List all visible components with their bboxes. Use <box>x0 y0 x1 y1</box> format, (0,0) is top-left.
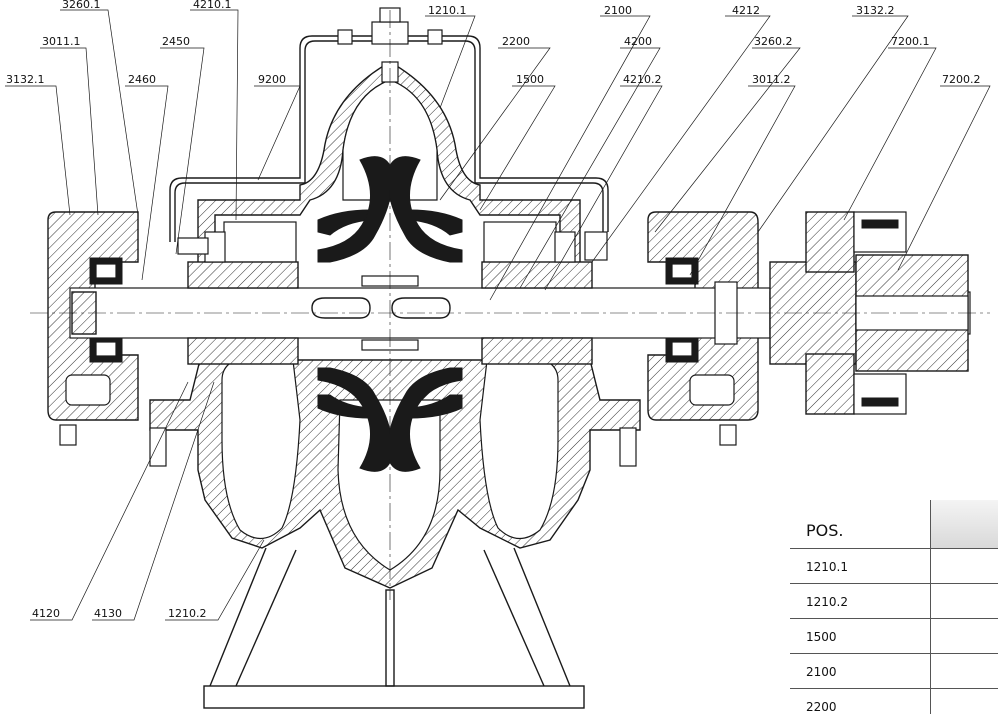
callout-2200: 2200 <box>502 35 530 48</box>
table-row: 1500 <box>790 618 998 654</box>
table-header-pos: POS. <box>790 500 931 548</box>
table-cell-pos: 1210.1 <box>790 549 931 584</box>
callout-9200: 9200 <box>258 73 286 86</box>
parts-table: POS. 1210.1 1210.2 1500 2100 2200 <box>790 500 998 714</box>
callout-1210-1: 1210.1 <box>428 4 467 17</box>
callout-3132-2: 3132.2 <box>856 4 895 17</box>
callout-2100: 2100 <box>604 4 632 17</box>
callout-4120: 4120 <box>32 607 60 620</box>
table-row: 1210.2 <box>790 583 998 619</box>
callout-1500: 1500 <box>516 73 544 86</box>
table-row: 2100 <box>790 653 998 689</box>
callout-2460: 2460 <box>128 73 156 86</box>
callout-3260-2: 3260.2 <box>754 35 793 48</box>
table-cell-pos: 2100 <box>790 654 931 689</box>
callout-labels: 3260.1 4210.1 1210.1 2100 4212 3132.2 30… <box>6 0 981 620</box>
callout-3260-1: 3260.1 <box>62 0 101 11</box>
callout-2450: 2450 <box>162 35 190 48</box>
impeller <box>317 156 463 472</box>
table-header: POS. <box>790 500 998 548</box>
callout-4210-1: 4210.1 <box>193 0 232 11</box>
callout-7200-2: 7200.2 <box>942 73 981 86</box>
centerlines <box>30 10 990 600</box>
leader-lines <box>5 9 991 621</box>
table-header-description <box>931 500 998 548</box>
table-cell-pos: 2200 <box>790 689 931 714</box>
callout-3011-1: 3011.1 <box>42 35 81 48</box>
table-cell-pos: 1500 <box>790 619 931 654</box>
callout-4130: 4130 <box>94 607 122 620</box>
baseplate <box>59 424 737 709</box>
table-row: 2200 <box>790 688 998 714</box>
callout-4210-2: 4210.2 <box>623 73 662 86</box>
callout-3011-2: 3011.2 <box>752 73 791 86</box>
lower-casing <box>149 351 641 589</box>
callout-1210-2: 1210.2 <box>168 607 207 620</box>
callout-4212: 4212 <box>732 4 760 17</box>
table-row: 1210.1 <box>790 548 998 584</box>
table-cell-pos: 1210.2 <box>790 584 931 619</box>
callout-7200-1: 7200.1 <box>891 35 930 48</box>
callout-4200: 4200 <box>624 35 652 48</box>
callout-3132-1: 3132.1 <box>6 73 45 86</box>
